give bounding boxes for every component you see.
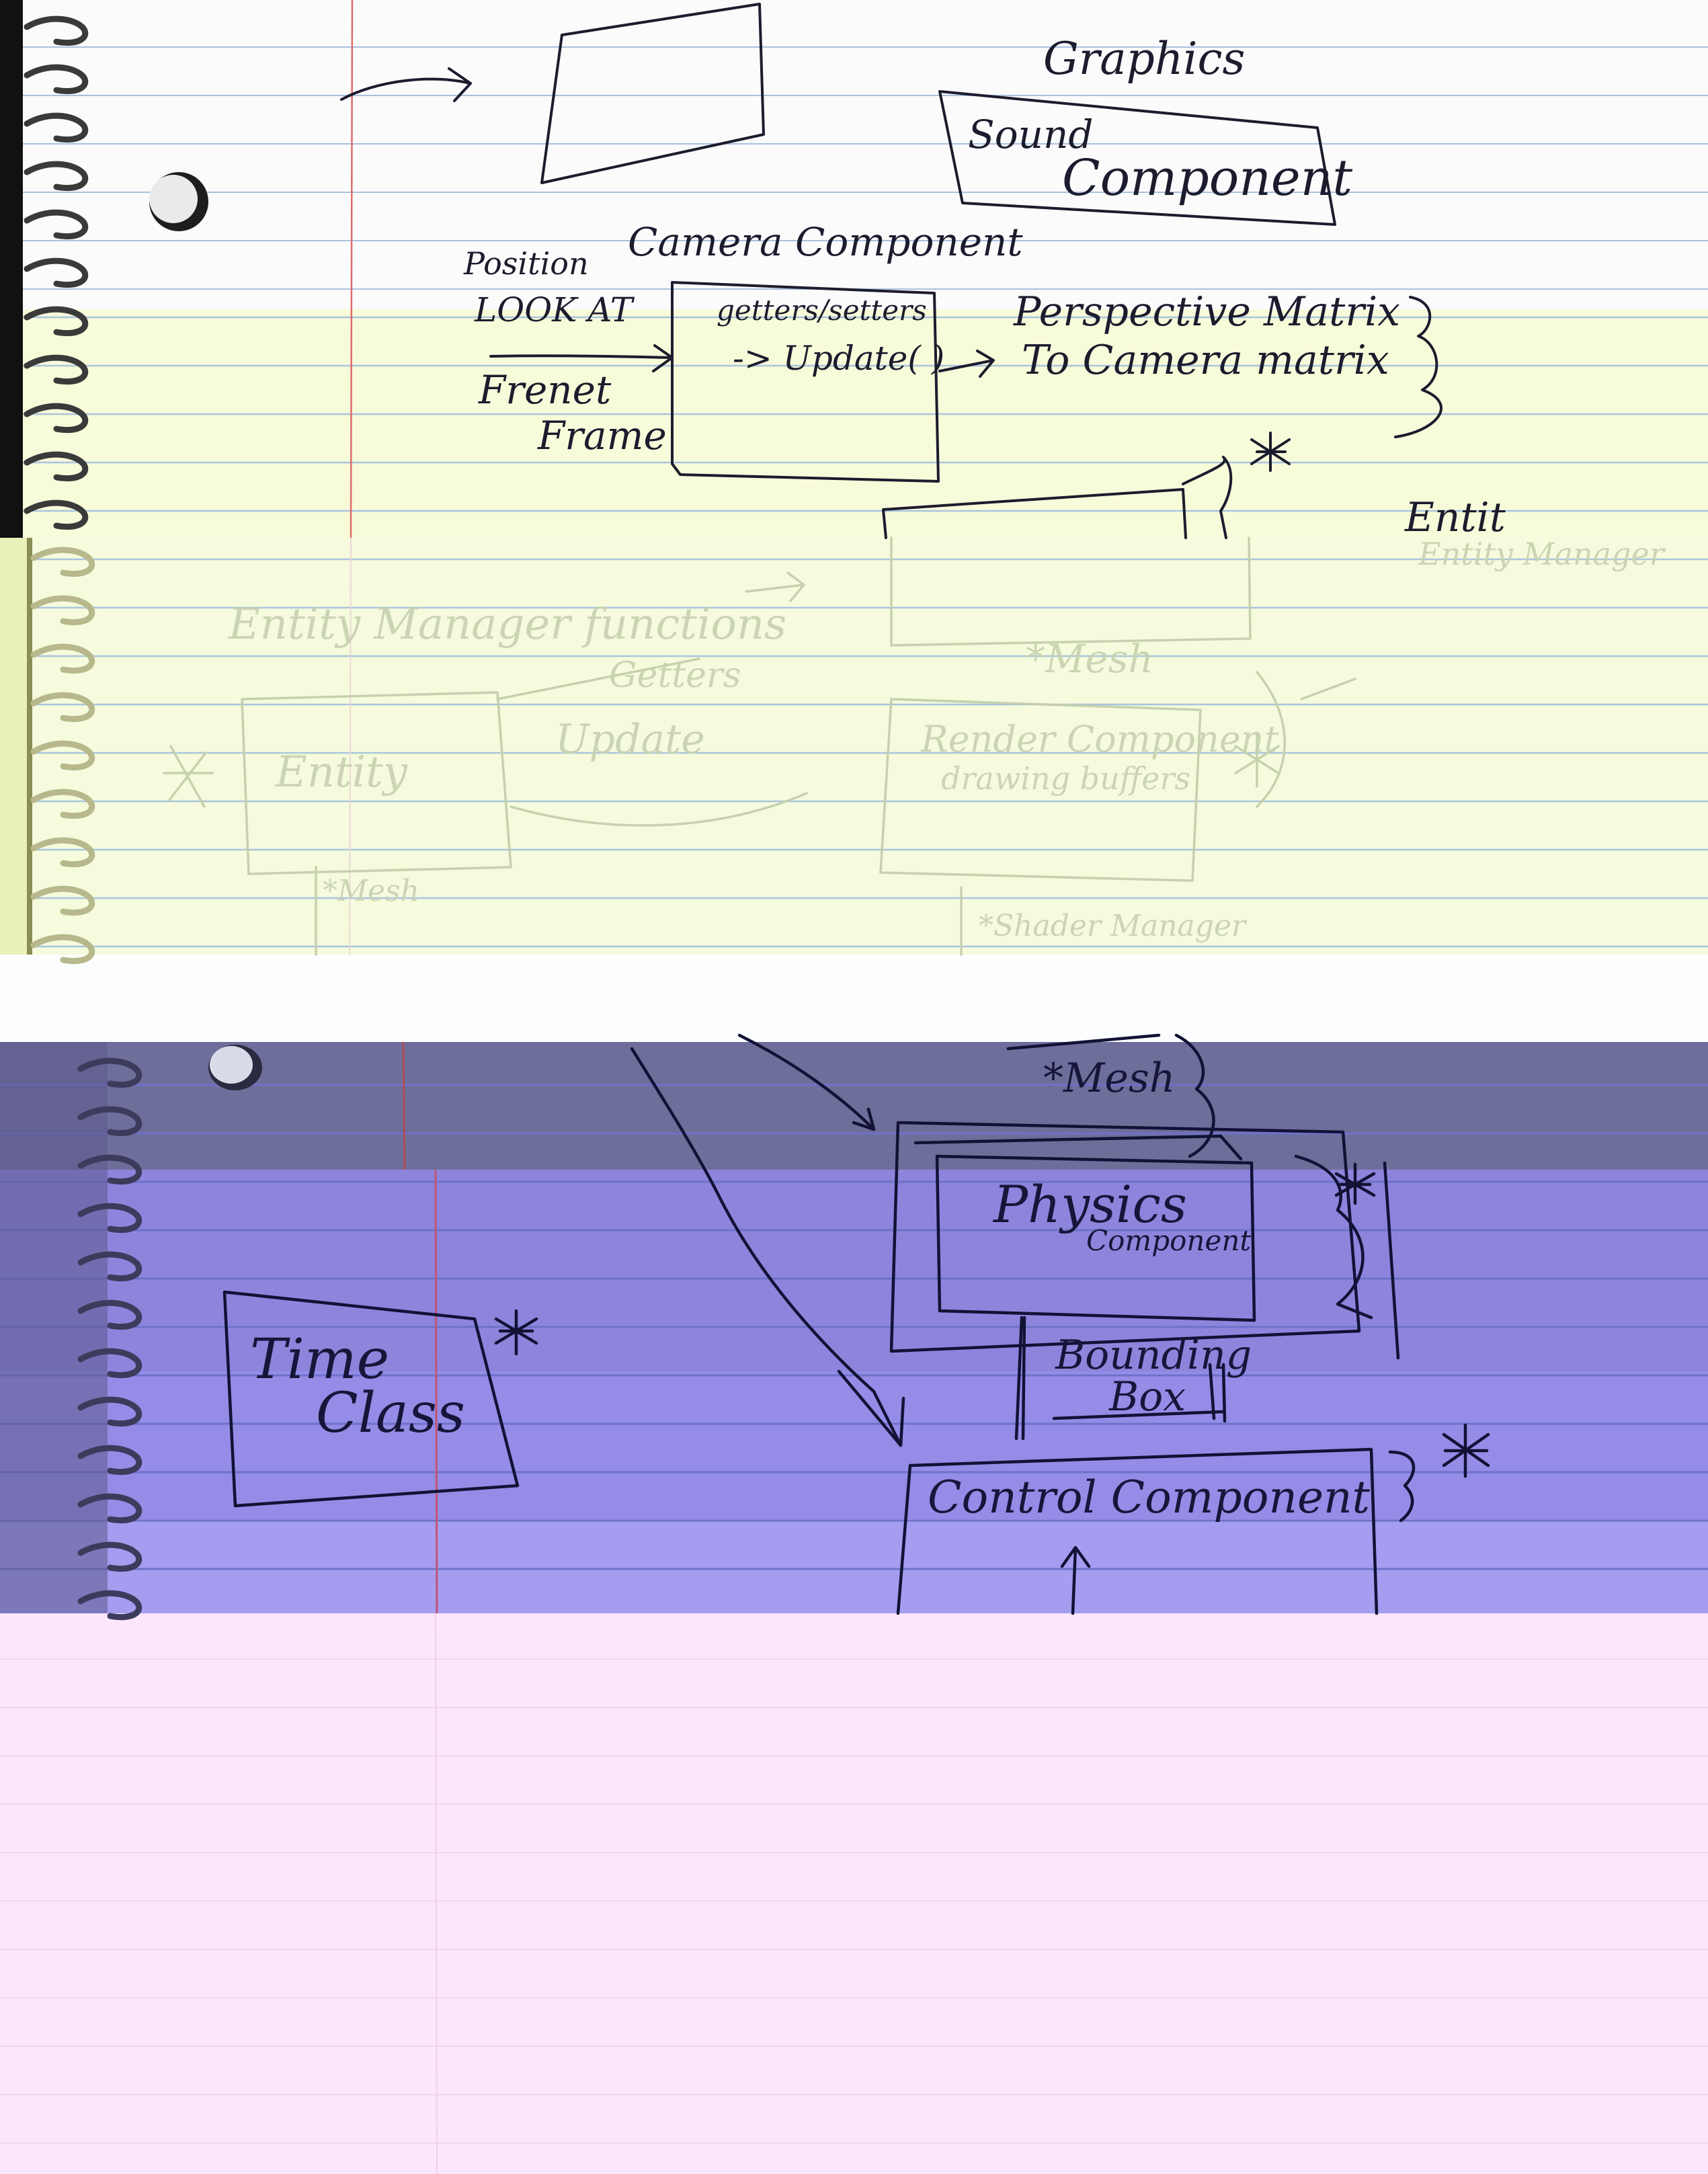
bounding-label: Bounding: [1055, 1332, 1252, 1379]
camera-component-label: Camera Component: [628, 219, 1023, 265]
spiral-coil: [30, 789, 95, 819]
faint-shader-manager-label: *Shader Manager: [979, 909, 1248, 943]
long-curve-line: [630, 1033, 905, 1447]
physics-label: Physics: [992, 1174, 1187, 1234]
spiral-coil: [24, 306, 89, 337]
physics-control-connector: [1014, 1316, 1026, 1441]
component-label: Component: [1062, 149, 1352, 207]
sound-component-box: Sound Component: [938, 90, 1352, 226]
control-asterisk: [1442, 1423, 1490, 1478]
faint-drawing-buffers-label: drawing buffers: [941, 760, 1190, 797]
perspective-matrix-label: Perspective Matrix: [1013, 288, 1400, 335]
margin-lines: [349, 0, 438, 2174]
spiral-coil: [77, 1590, 143, 1621]
spiral-coil: [24, 112, 89, 143]
faint-render-component-label: Render Component: [920, 718, 1279, 760]
entity-partial-label: Entit: [1404, 494, 1506, 541]
spiral-coil: [77, 1541, 143, 1572]
control-component-box: Control Component: [896, 1447, 1379, 1615]
spiral-coil: [77, 1348, 143, 1379]
update-label: -> Update( ): [733, 339, 944, 378]
faint-mesh-list-label: *Mesh: [323, 874, 419, 908]
spiral-coil: [77, 1203, 143, 1234]
asterisk-mark: [1250, 432, 1291, 472]
spiral-coil: [30, 692, 95, 723]
mesh-label: *Mesh: [1043, 1055, 1175, 1102]
look-at-label: LOOK AT: [474, 290, 635, 329]
look-at-arrow: [489, 344, 674, 372]
faint-entity-label: Entity: [275, 748, 408, 797]
faint-getters-label: Getters: [609, 655, 741, 696]
blank-box: [540, 3, 765, 184]
physics-side-brace: [1294, 1154, 1400, 1360]
position-label: Position: [463, 245, 589, 282]
matrix-brace: [1394, 296, 1442, 438]
spiral-coil: [30, 547, 95, 577]
control-component-label: Control Component: [928, 1472, 1371, 1523]
physics-outer-box: [889, 1121, 1361, 1353]
spiral-coil: [24, 161, 89, 192]
spiral-coil: [77, 1299, 143, 1330]
spiral-coil: [30, 934, 95, 965]
spiral-coil: [30, 595, 95, 626]
time-class-asterisk: [494, 1309, 538, 1356]
getters-setters-label: getters/setters: [717, 294, 927, 327]
to-camera-matrix-label: To Camera matrix: [1022, 337, 1389, 384]
spiral-coil: [24, 209, 89, 240]
spiral-coil: [77, 1057, 143, 1088]
faint-entity-manager-label: Entity Manager: [1418, 536, 1666, 572]
spiral-coil: [77, 1396, 143, 1427]
spiral-coil: [30, 837, 95, 868]
spiral-coil: [24, 64, 89, 95]
spiral-coil: [24, 451, 89, 482]
output-arrow: [938, 350, 995, 378]
arrow-into-box: [340, 67, 472, 102]
faint-entity-manager-functions-label: Entity Manager functions: [228, 600, 786, 649]
faint-mesh-label: *Mesh: [1026, 636, 1153, 682]
spiral-binding: [24, 15, 143, 1621]
control-side-brace: [1388, 1450, 1416, 1523]
graphics-label: Graphics: [1043, 33, 1245, 85]
spiral-coil: [30, 740, 95, 771]
spiral-coil: [24, 354, 89, 385]
spiral-coil: [77, 1251, 143, 1282]
projection-box-top: [882, 456, 1233, 539]
time-class-box: Time Class: [222, 1290, 520, 1508]
faint-update-label: Update: [555, 716, 705, 763]
spiral-coil: [77, 1106, 143, 1137]
faint-sketch-layer: Entity Manager functions Getters Entity …: [163, 536, 1666, 956]
time-label: Time: [250, 1328, 389, 1392]
spiral-coil: [24, 257, 89, 288]
spiral-coil: [24, 15, 89, 46]
punch-holes: [149, 172, 262, 1090]
spiral-coil: [30, 643, 95, 674]
physics-asterisk: [1334, 1162, 1376, 1205]
physics-inner-box: Physics Component: [935, 1154, 1256, 1322]
frame-label: Frame: [537, 413, 667, 458]
spiral-coil: [24, 499, 89, 530]
class-label: Class: [316, 1381, 465, 1445]
top-brace-fragment: [1006, 1033, 1215, 1158]
camera-update-box: getters/setters -> Update( ): [671, 281, 944, 483]
spiral-coil: [77, 1493, 143, 1524]
spiral-coil: [77, 1154, 143, 1185]
spiral-coil: [77, 1445, 143, 1476]
physics-component-label: Component: [1086, 1224, 1251, 1257]
frenet-label: Frenet: [478, 367, 612, 413]
bounding-box-strike: [1052, 1363, 1227, 1423]
spiral-coil: [24, 403, 89, 434]
spiral-coil: [30, 885, 95, 916]
sound-label: Sound: [968, 112, 1094, 157]
